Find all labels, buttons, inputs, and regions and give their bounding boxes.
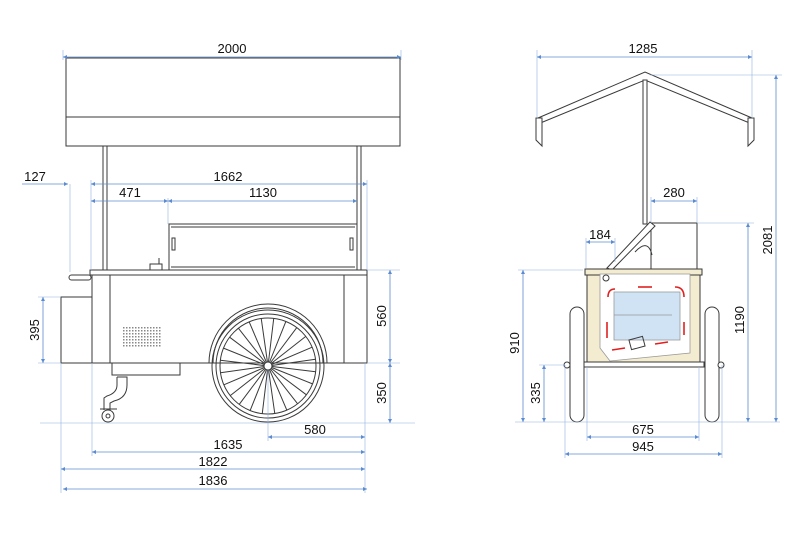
ice-cream-pan: [613, 291, 681, 341]
hub-right: [717, 361, 725, 369]
axle: [583, 361, 705, 368]
wheel-hub: [263, 361, 273, 371]
dim-1662: 1662: [214, 169, 243, 184]
spoke: [220, 359, 269, 367]
dim-335: 335: [528, 382, 543, 404]
canopy-pole-left: [102, 145, 108, 271]
front-view: [535, 71, 755, 423]
spoke: [267, 365, 276, 414]
dim-280: 280: [663, 185, 685, 200]
dim-471: 471: [119, 185, 141, 200]
dim-1836: 1836: [199, 473, 228, 488]
spoke: [267, 327, 298, 367]
spoke: [267, 358, 316, 367]
faucet: [149, 263, 163, 271]
side-dimensions: 2000 127 1662 471 1130 395 560 350 580 1…: [22, 41, 402, 493]
wheel-left: [569, 306, 585, 423]
counter-top: [89, 269, 368, 276]
spoke: [220, 365, 269, 374]
spoke: [260, 318, 269, 367]
dim-560: 560: [374, 305, 389, 327]
display-lid: [606, 221, 656, 271]
dim-2000: 2000: [218, 41, 247, 56]
dim-350: 350: [374, 382, 389, 404]
spoke: [267, 365, 307, 396]
dim-580: 580: [304, 422, 326, 437]
airflow-arrows: [606, 286, 685, 351]
display-case: [168, 223, 358, 271]
spoke: [249, 365, 269, 411]
vent-grille: [122, 327, 161, 348]
spoke: [223, 365, 269, 386]
spoke: [267, 365, 288, 411]
dim-945: 945: [632, 439, 654, 454]
fender: [208, 303, 328, 364]
spoke: [238, 365, 269, 405]
caster-wheel: [101, 409, 115, 423]
canopy-pole-right: [356, 145, 362, 271]
dim-184: 184: [589, 227, 611, 242]
spoke: [267, 335, 307, 367]
canopy-pole: [642, 79, 648, 225]
push-handle: [68, 274, 92, 281]
dim-1285: 1285: [629, 41, 658, 56]
spoke: [267, 365, 299, 405]
compressor: [628, 335, 646, 351]
side-view: [60, 57, 401, 423]
wheel-spokes: [220, 318, 316, 414]
tank: [111, 362, 181, 376]
front-dimensions: 1285 2081 280 1190 184 910 335 675 945: [507, 41, 782, 458]
spoke: [248, 321, 269, 367]
spoke: [229, 336, 269, 367]
dim-910: 910: [507, 332, 522, 354]
dim-1190: 1190: [732, 306, 747, 334]
dim-1635: 1635: [214, 437, 243, 452]
dim-2081: 2081: [760, 226, 775, 255]
spoke: [261, 365, 269, 414]
dim-395: 395: [27, 319, 42, 341]
dim-675: 675: [632, 422, 654, 437]
spoke: [237, 327, 269, 367]
spoke: [267, 365, 316, 373]
spoke: [267, 321, 287, 367]
spoke: [229, 365, 269, 397]
dim-1822: 1822: [199, 454, 228, 469]
canopy: [65, 57, 401, 147]
wheel-right: [704, 306, 720, 423]
spoke: [267, 346, 313, 367]
spoke: [267, 318, 275, 367]
dim-1130: 1130: [249, 185, 277, 200]
side-box: [60, 296, 93, 364]
dim-127: 127: [24, 169, 46, 184]
caster-stem: [103, 376, 128, 410]
display-case-front: [650, 222, 698, 271]
spoke: [267, 365, 313, 385]
spoke: [223, 347, 269, 367]
